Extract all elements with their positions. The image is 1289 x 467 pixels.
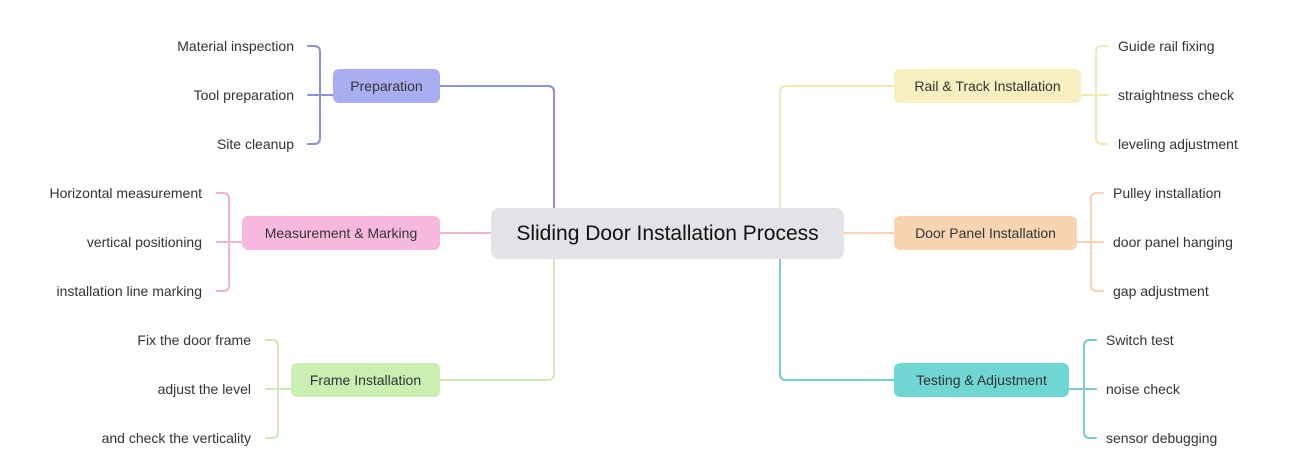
branch-node-testing[interactable]: Testing & Adjustment — [894, 363, 1069, 397]
leaf-measurement-1[interactable]: Horizontal measurement — [49, 185, 202, 201]
bracket-frame — [265, 339, 292, 439]
leaf-preparation-3[interactable]: Site cleanup — [216, 136, 294, 152]
bracket-panel — [1076, 192, 1104, 292]
leaf-measurement-2[interactable]: vertical positioning — [86, 234, 202, 250]
branch-node-frame[interactable]: Frame Installation — [291, 363, 440, 397]
connector-preparation — [439, 85, 555, 209]
center-topic[interactable]: Sliding Door Installation Process — [491, 208, 844, 259]
leaf-rail-2[interactable]: straightness check — [1118, 87, 1234, 103]
connector-rail — [779, 85, 895, 209]
bracket-rail — [1080, 45, 1109, 145]
leaf-preparation-1[interactable]: Material inspection — [177, 38, 294, 54]
leaf-rail-3[interactable]: leveling adjustment — [1118, 136, 1238, 152]
branch-node-measurement[interactable]: Measurement & Marking — [242, 216, 440, 250]
leaf-frame-3[interactable]: and check the verticality — [101, 430, 251, 446]
leaf-frame-2[interactable]: adjust the level — [157, 381, 251, 397]
leaf-frame-1[interactable]: Fix the door frame — [137, 332, 251, 348]
leaf-panel-2[interactable]: door panel hanging — [1113, 234, 1233, 250]
bracket-measurement — [216, 192, 243, 292]
connector-frame — [439, 258, 555, 381]
bracket-testing — [1068, 339, 1097, 439]
leaf-testing-2[interactable]: noise check — [1106, 381, 1180, 397]
leaf-panel-1[interactable]: Pulley installation — [1113, 185, 1222, 201]
leaf-panel-3[interactable]: gap adjustment — [1113, 283, 1209, 299]
branch-node-preparation[interactable]: Preparation — [333, 69, 440, 103]
connector-testing — [779, 258, 895, 381]
branch-node-panel[interactable]: Door Panel Installation — [894, 216, 1077, 250]
leaf-testing-1[interactable]: Switch test — [1106, 332, 1174, 348]
bracket-preparation — [307, 45, 334, 145]
leaf-rail-1[interactable]: Guide rail fixing — [1118, 38, 1215, 54]
leaf-measurement-3[interactable]: installation line marking — [56, 283, 202, 299]
leaf-preparation-2[interactable]: Tool preparation — [193, 87, 294, 103]
branch-node-rail[interactable]: Rail & Track Installation — [894, 69, 1081, 103]
leaf-testing-3[interactable]: sensor debugging — [1106, 430, 1218, 446]
